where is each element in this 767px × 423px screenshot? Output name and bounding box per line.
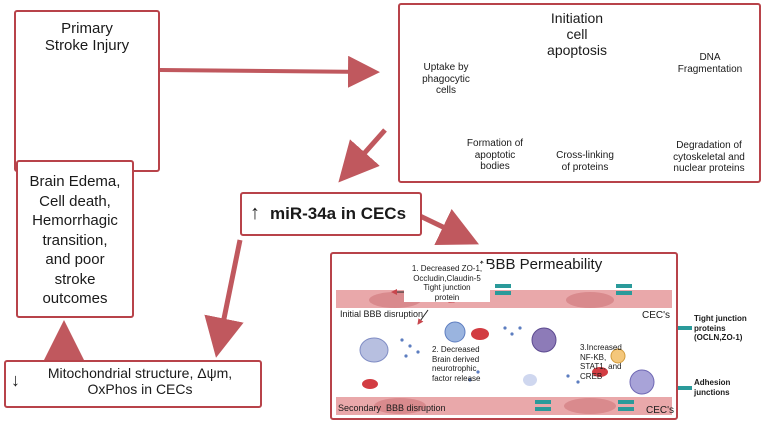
legend-tight-junction: Tight junction proteins (OCLN,ZO-1): [694, 314, 764, 343]
outcome-line4: transition,: [42, 231, 108, 249]
outcome-line2: Cell death,: [39, 192, 111, 210]
note3-line3: STAT1, and: [580, 362, 622, 372]
mito-box: ↓ Mitochondrial structure, Δψm, OxPhos i…: [4, 360, 262, 408]
primary-injury-box: Primary Stroke Injury: [14, 10, 160, 172]
outcomes-box: Brain Edema, Cell death, Hemorrhagic tra…: [16, 160, 134, 318]
uptake-line1: Uptake by: [423, 62, 469, 73]
note3-line1: 3.Increased: [580, 343, 622, 352]
legend-adhesion: Adhesion junctions: [694, 378, 764, 397]
note1-line1: 1. Decreased ZO-1,: [411, 264, 483, 273]
mito-line1: Mitochondrial structure, Δψm,: [47, 365, 233, 381]
bbb-cec-bottom: CEC's: [646, 405, 675, 416]
note1-line3: Tight junction: [423, 283, 471, 293]
uptake-line2: phagocytic: [422, 73, 470, 85]
legend-tight-line3: (OCLN,ZO-1): [694, 333, 743, 343]
primary-injury-line1: Primary: [61, 20, 113, 37]
mito-down-arrow: ↓: [11, 370, 20, 390]
primary-injury-line2: Stroke Injury: [44, 37, 130, 55]
dna-line1: DNA: [699, 52, 721, 63]
outcomes-text: Brain Edema, Cell death, Hemorrhagic tra…: [18, 172, 132, 309]
formation-line3: bodies: [480, 161, 510, 172]
legend-tight-line2: proteins: [694, 323, 726, 333]
arrow-mir-to-bbb: [418, 208, 480, 246]
degradation-line2: cytoskeletal and: [673, 151, 745, 163]
note1-line4: protein: [434, 292, 460, 302]
mir34a-label: miR-34a in CECs: [270, 204, 407, 223]
bbb-vessel-illustration: [336, 284, 672, 415]
blood-cells: [359, 321, 655, 395]
bbb-secondary-label: Secondary BBB disruption: [338, 403, 446, 413]
apoptosis-title-line1: Initiation: [550, 10, 604, 26]
outcome-line3: Hemorrhagic: [32, 212, 118, 229]
bbb-note2: 2. Decreased Brain derived neurotrophic …: [432, 345, 512, 383]
bbb-title-text: BBB Permeability: [485, 256, 603, 273]
arrow-apoptosis-to-mir: [338, 128, 387, 183]
uptake-label: Uptake by phagocytic cells: [404, 62, 488, 97]
crosslinking-label: Cross-linking of proteins: [545, 150, 625, 173]
bbb-title: ↑BBB Permeability: [478, 256, 602, 273]
note2-line3: neurotrophic: [432, 364, 477, 374]
crosslinking-line1: Cross-linking: [556, 150, 614, 161]
apoptosis-box: [398, 3, 761, 183]
junction-markers: [495, 284, 634, 411]
note3-line2: NF-KB,: [580, 352, 607, 362]
mito-line2: OxPhos in CECs: [87, 381, 193, 398]
legend-markers: [678, 326, 692, 390]
particle-dots: [400, 326, 580, 384]
arrow-mir-to-mito: [204, 239, 244, 358]
mito-label: Mitochondrial structure, Δψm, OxPhos in …: [20, 365, 260, 397]
outcome-line6: stroke: [54, 270, 96, 288]
arrow-injury-to-apoptosis: [159, 55, 380, 88]
legend-tight-line1: Tight junction: [694, 314, 747, 323]
note1-line2: Occludin,Claudin-5: [413, 273, 481, 283]
outcome-line1: Brain Edema,: [29, 173, 121, 190]
degradation-line3: nuclear proteins: [673, 163, 745, 174]
crosslinking-line2: of proteins: [561, 161, 609, 173]
legend-adhesion-line2: junctions: [694, 387, 730, 397]
formation-line1: Formation of: [466, 138, 524, 149]
bbb-note1: 1. Decreased ZO-1, Occludin,Claudin-5 Ti…: [404, 264, 490, 303]
degradation-label: Degradation of cytoskeletal and nuclear …: [660, 140, 758, 175]
legend-adhesion-line1: Adhesion: [694, 378, 731, 387]
note2-line4: factor release: [432, 373, 481, 383]
bbb-box: [330, 252, 678, 420]
apoptosis-title-line2: cell: [566, 26, 588, 43]
formation-label: Formation of apoptotic bodies: [450, 138, 540, 173]
note2-line1: 2. Decreased: [432, 345, 480, 354]
note2-line2: Brain derived: [432, 354, 480, 364]
mir34a-box: ↑ miR-34a in CECs: [240, 192, 422, 236]
mir34a-up-arrow: ↑: [250, 202, 260, 224]
outcome-line5: and poor: [45, 251, 105, 268]
note3-line4: CREB: [580, 371, 603, 381]
bbb-initial-label: Initial BBB disruption: [340, 309, 424, 319]
apoptosis-title: Initiation cell apoptosis: [537, 10, 617, 58]
dna-line2: Fragmentation: [677, 63, 743, 75]
uptake-line3: cells: [435, 85, 456, 96]
dna-label: DNA Fragmentation: [668, 52, 752, 75]
primary-injury-title: Primary Stroke Injury: [16, 20, 158, 55]
formation-line2: apoptotic: [474, 149, 516, 161]
outcome-line7: outcomes: [42, 290, 108, 307]
bbb-note3: 3.Increased NF-KB, STAT1, and CREB: [580, 343, 640, 381]
apoptosis-title-line3: apoptosis: [547, 42, 607, 59]
bbb-cec-top: CEC's: [642, 310, 671, 321]
degradation-line1: Degradation of: [676, 140, 742, 151]
